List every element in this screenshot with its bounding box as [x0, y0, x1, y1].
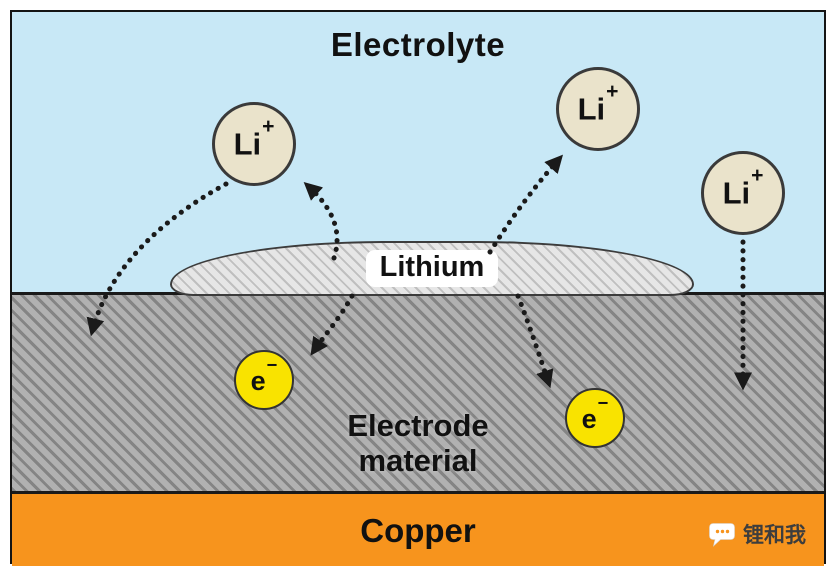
electron-left: e−	[234, 350, 294, 410]
li-ion-label: Li+	[722, 163, 764, 211]
electrode-label-line2: material	[358, 443, 478, 478]
li-ion-middle: Li+	[556, 67, 640, 151]
li-ion-label: Li+	[233, 114, 275, 162]
watermark: 锂和我	[709, 519, 806, 549]
electrode-label-line1: Electrode	[347, 408, 489, 443]
watermark-text: 锂和我	[743, 524, 806, 547]
chat-bubble-icon	[709, 522, 735, 547]
lithium-label: Lithium	[365, 249, 499, 288]
copper-label: Copper	[360, 512, 476, 549]
electron-right: e−	[565, 388, 625, 448]
electron-label: e−	[250, 353, 278, 396]
copper-current-collector-region	[12, 494, 824, 566]
li-ion-right: Li+	[701, 151, 785, 235]
li-ion-left: Li+	[212, 102, 296, 186]
battery-anode-diagram: Electrolyte Lithium Li+ Li+ Li+ e− e− El…	[10, 10, 826, 566]
li-ion-label: Li+	[577, 79, 619, 127]
electrolyte-label: Electrolyte	[330, 26, 506, 63]
lithium-deposit: Lithium	[170, 241, 694, 296]
electrode-material-label: Electrode material	[12, 408, 824, 478]
electron-label: e−	[581, 391, 609, 434]
